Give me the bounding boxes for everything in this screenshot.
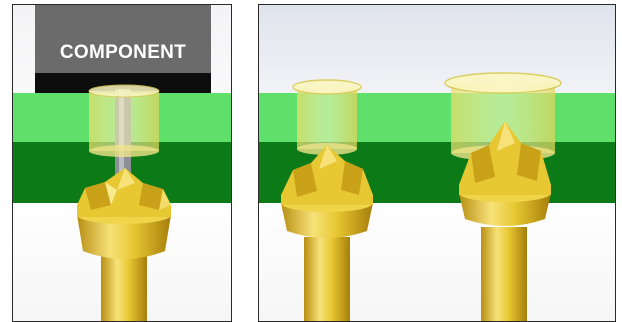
probe-crown-head <box>77 168 171 259</box>
left-panel: COMPONENT <box>12 4 232 322</box>
probe-crown-head-2 <box>459 121 551 226</box>
left-illustration <box>13 5 231 321</box>
right-illustration <box>259 72 615 321</box>
plated-ring-small <box>292 79 362 155</box>
probe-shaft <box>101 255 147 321</box>
probe-crown-head-1 <box>281 145 373 238</box>
probe-shaft-1 <box>304 237 350 321</box>
probe-shaft-2 <box>481 227 527 321</box>
plated-ring <box>88 84 160 157</box>
component-base <box>35 73 211 93</box>
component-label: COMPONENT <box>59 42 187 63</box>
component-body <box>35 5 211 73</box>
right-panel <box>258 4 616 322</box>
